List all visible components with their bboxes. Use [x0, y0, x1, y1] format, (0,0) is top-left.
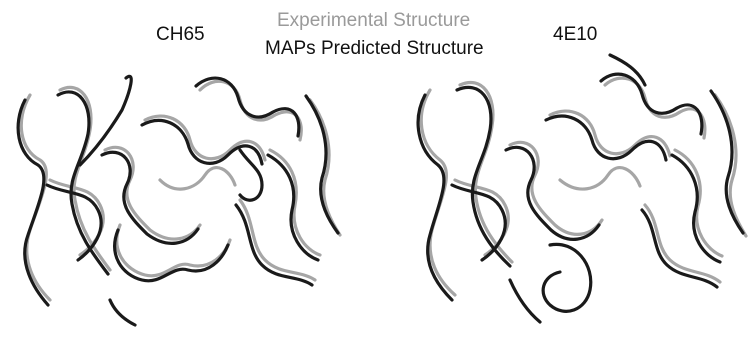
- ch65-structure-overlay: [0, 0, 355, 346]
- 4e10-structure-overlay: [400, 0, 755, 346]
